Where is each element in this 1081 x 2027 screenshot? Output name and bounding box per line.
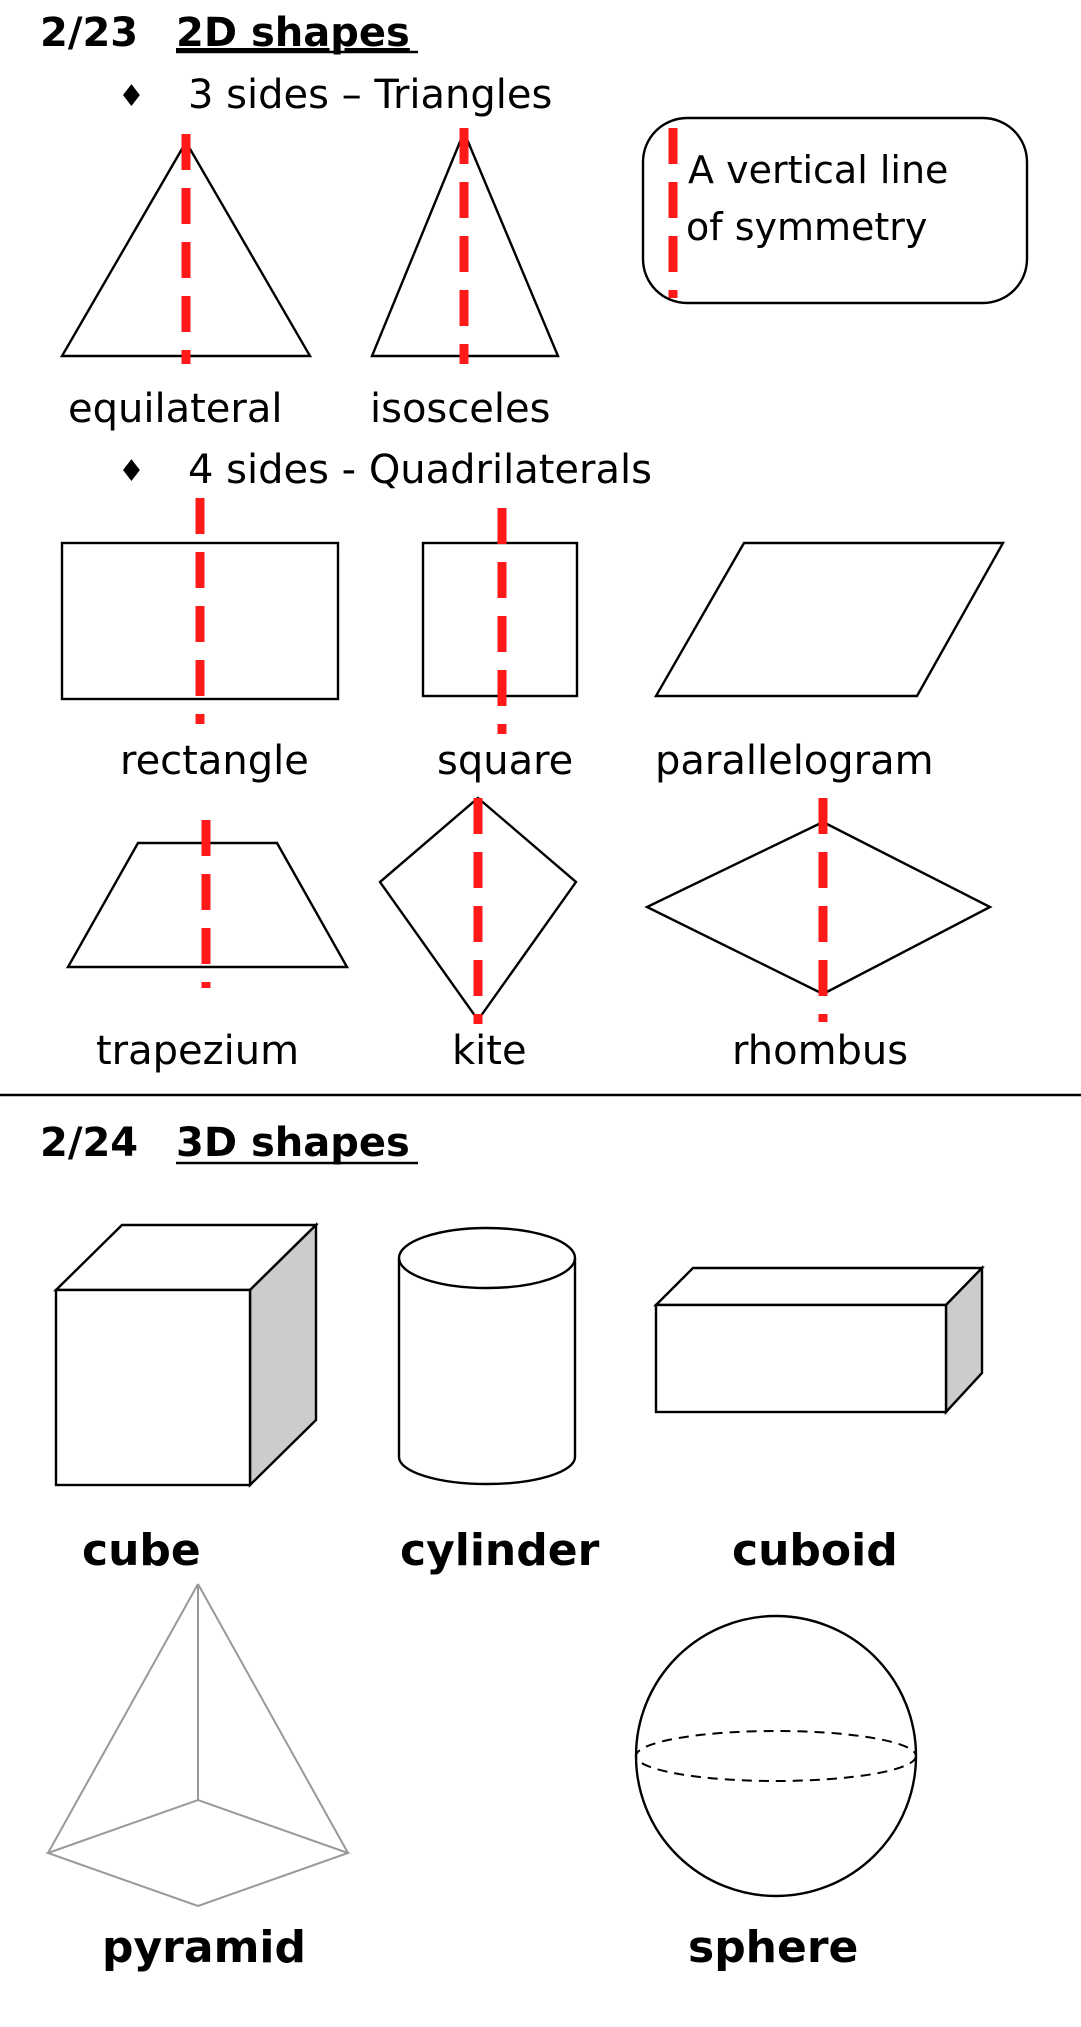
section-2d-date: 2/23 xyxy=(40,10,138,56)
label-kite: kite xyxy=(452,1028,527,1074)
label-rectangle: rectangle xyxy=(120,738,309,784)
label-sphere: sphere xyxy=(688,1922,858,1973)
label-cylinder: cylinder xyxy=(400,1525,600,1576)
isosceles-triangle xyxy=(370,128,560,364)
parallelogram-shape xyxy=(653,541,1006,698)
sphere-shape xyxy=(634,1614,918,1898)
triangles-heading: 3 sides – Triangles xyxy=(188,72,552,118)
cylinder-shape xyxy=(397,1226,577,1486)
pyramid-shape xyxy=(44,1583,352,1908)
rectangle-shape xyxy=(60,498,340,724)
quadrilaterals-heading: 4 sides - Quadrilaterals xyxy=(188,447,652,493)
trapezium-shape xyxy=(65,820,350,988)
label-cube: cube xyxy=(82,1525,201,1576)
section-3d-title: 3D shapes xyxy=(176,1120,410,1166)
legend-line-2: of symmetry xyxy=(686,205,927,249)
symmetry-legend: A vertical line of symmetry xyxy=(641,116,1029,305)
label-equilateral: equilateral xyxy=(68,386,282,432)
cube-shape xyxy=(53,1222,319,1488)
label-square: square xyxy=(437,738,573,784)
label-parallelogram: parallelogram xyxy=(655,738,934,784)
square-shape xyxy=(421,508,579,734)
label-cuboid: cuboid xyxy=(732,1525,898,1576)
label-rhombus: rhombus xyxy=(732,1028,908,1074)
label-isosceles: isosceles xyxy=(370,386,550,432)
rhombus-shape xyxy=(644,798,993,1022)
bullet-icon: ♦ xyxy=(118,79,145,114)
label-pyramid: pyramid xyxy=(102,1922,306,1973)
section-3d-date: 2/24 xyxy=(40,1120,138,1166)
label-trapezium: trapezium xyxy=(96,1028,299,1074)
bullet-icon: ♦ xyxy=(118,454,145,489)
legend-line-1: A vertical line xyxy=(688,148,948,192)
kite-shape xyxy=(378,796,578,1024)
section-2d-title: 2D shapes xyxy=(176,10,410,56)
equilateral-triangle xyxy=(59,134,313,364)
cuboid-shape xyxy=(653,1265,985,1416)
